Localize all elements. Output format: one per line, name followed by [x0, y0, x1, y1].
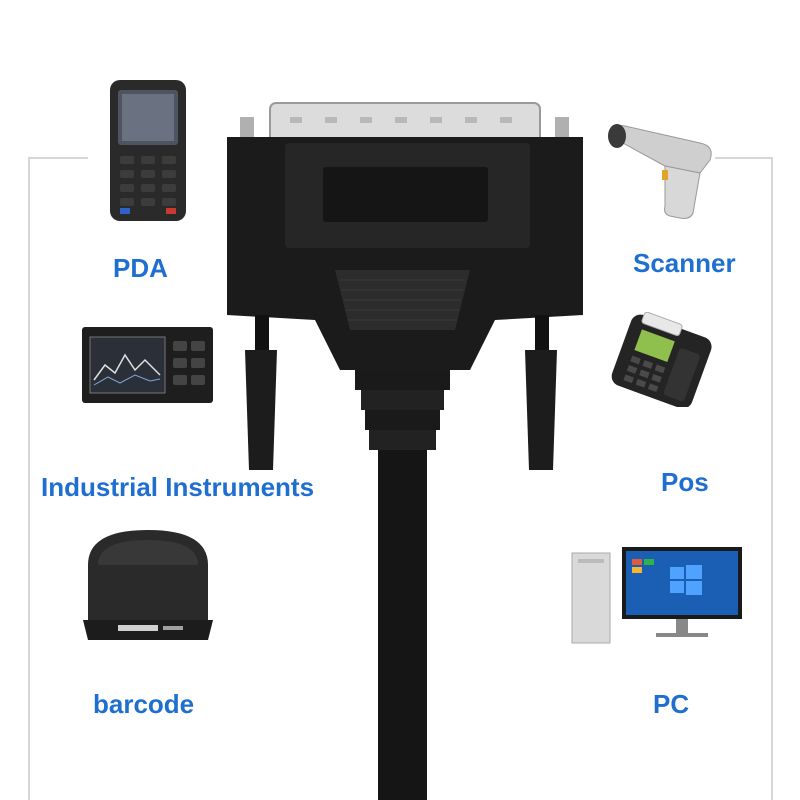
label-printer-icon: [78, 525, 218, 645]
desktop-pc-icon: [570, 545, 745, 645]
pos-label: Pos: [661, 467, 709, 497]
frame-line-right-top: [715, 157, 773, 159]
frame-line-right-vertical: [771, 157, 773, 800]
pos-terminal-icon: [605, 312, 720, 407]
industrial-instrument-icon: [80, 325, 215, 405]
barcode-scanner-icon: [605, 118, 720, 223]
industrial-instruments-label: Industrial Instruments: [41, 472, 315, 502]
db25-connector: [215, 95, 590, 800]
pda-icon: [108, 78, 188, 223]
scanner-label: Scanner: [633, 248, 736, 278]
barcode-label: barcode: [93, 689, 195, 719]
frame-line-left-vertical: [28, 157, 30, 800]
pda-label: PDA: [113, 253, 168, 283]
frame-line-left-top: [28, 157, 88, 159]
pc-label: PC: [653, 689, 690, 719]
